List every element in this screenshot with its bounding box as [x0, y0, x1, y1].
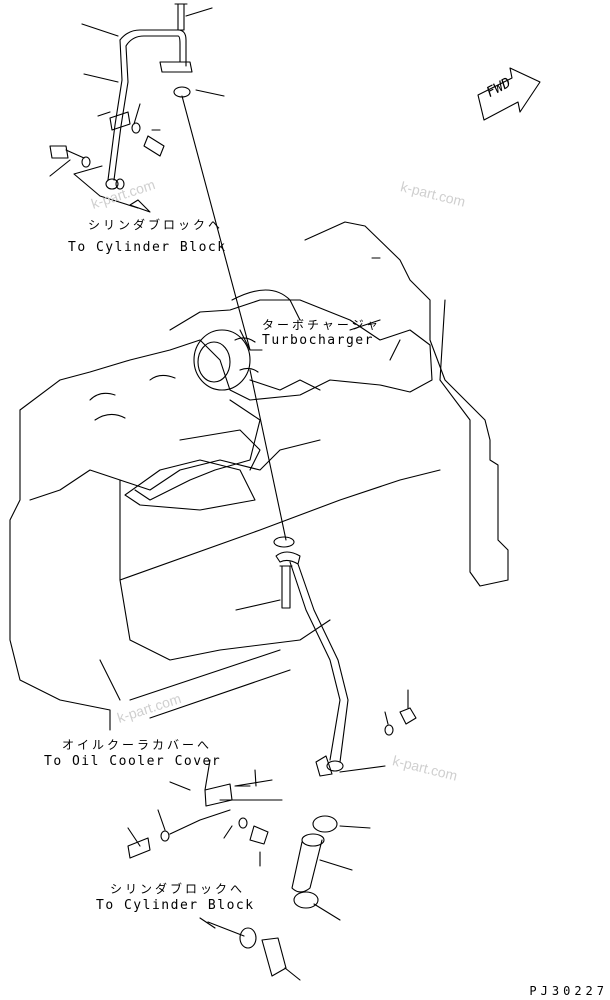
label-turbocharger-en: Turbocharger — [262, 333, 374, 348]
figure-id: PJ30227 — [529, 984, 608, 998]
oil-inlet-tube-upper — [49, 3, 225, 213]
label-turbocharger-jp: ターボチャージャ — [262, 318, 382, 332]
label-to-cylinder-block-top-jp: シリンダブロックへ — [88, 218, 224, 232]
fwd-arrow-icon — [477, 67, 541, 121]
label-to-oil-cooler-cover-jp: オイルクーラカバーへ — [62, 738, 213, 752]
label-to-cylinder-block-bottom-jp: シリンダブロックへ — [110, 882, 246, 896]
turbocharger — [134, 289, 321, 501]
label-to-cylinder-block-top-en: To Cylinder Block — [68, 240, 227, 255]
oil-return-tube — [127, 536, 417, 981]
engine-block — [9, 221, 509, 731]
label-to-oil-cooler-cover-en: To Oil Cooler Cover — [44, 754, 222, 769]
label-to-cylinder-block-bottom-en: To Cylinder Block — [96, 898, 255, 913]
